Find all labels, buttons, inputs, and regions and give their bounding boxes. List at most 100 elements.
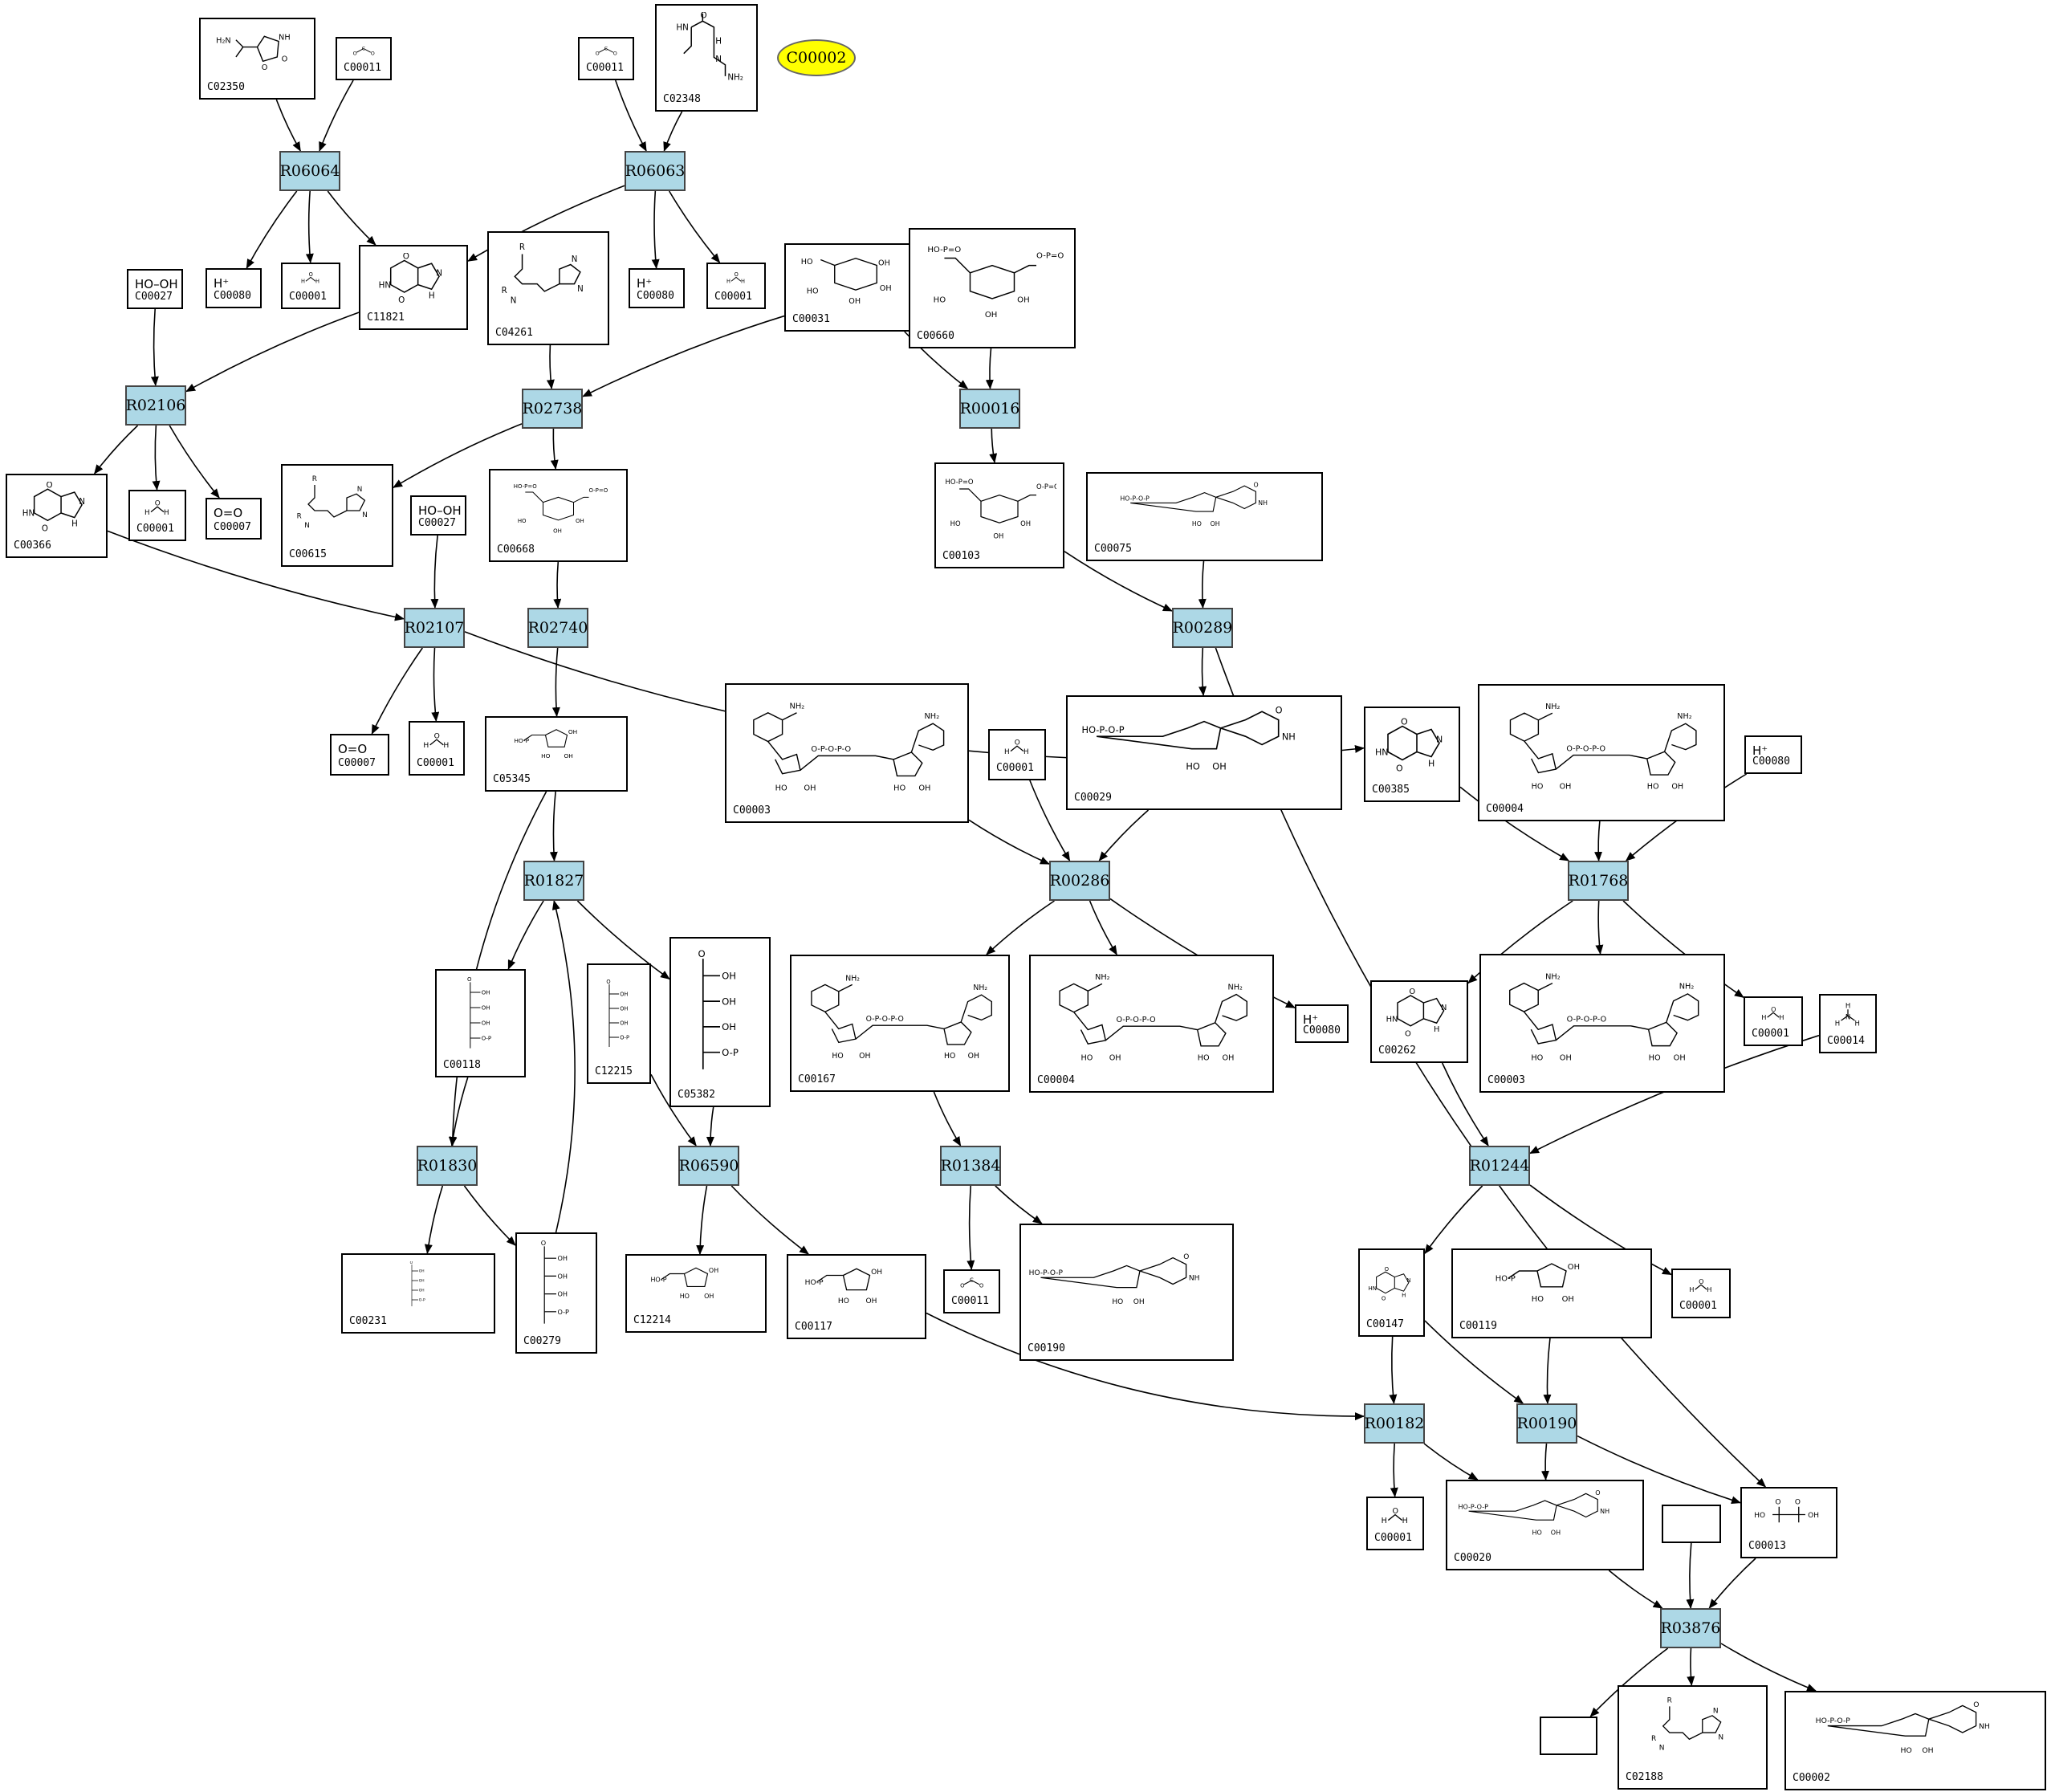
svg-text:NH: NH <box>279 34 291 43</box>
reaction-r06064[interactable]: R06064 <box>279 151 340 191</box>
reaction-r00182[interactable]: R00182 <box>1364 1403 1425 1444</box>
compound-id-label: C00003 <box>733 804 771 817</box>
empty-compound-box[interactable] <box>1662 1505 1721 1543</box>
svg-text:OH: OH <box>1223 1053 1235 1062</box>
svg-text:OH: OH <box>722 971 736 982</box>
edge-R01384-c00190 <box>995 1185 1043 1224</box>
reaction-r01384[interactable]: R01384 <box>940 1146 1001 1186</box>
reaction-r00190[interactable]: R00190 <box>1516 1403 1577 1444</box>
highlight-compound-ellipse[interactable]: C00002 <box>777 39 856 76</box>
svg-text:OH: OH <box>1808 1512 1819 1520</box>
edge-R02740-c05345 <box>551 647 560 717</box>
reaction-r06063[interactable]: R06063 <box>625 151 686 191</box>
reaction-r00289[interactable]: R00289 <box>1172 608 1233 648</box>
edge-blank1-R03876 <box>1686 1542 1695 1609</box>
reaction-r01827[interactable]: R01827 <box>523 861 584 901</box>
svg-text:O: O <box>1699 1278 1703 1285</box>
reaction-r00016[interactable]: R00016 <box>959 389 1020 429</box>
compound-c00103[interactable]: HO-P=OO-P=OHOOHOHC00103 <box>934 462 1064 568</box>
edge-R06063-c00080b <box>651 190 660 269</box>
svg-text:R: R <box>1651 1735 1656 1743</box>
compound-c00080c[interactable]: H⁺C00080 <box>1744 735 1802 774</box>
svg-text:O: O <box>410 1261 413 1265</box>
reaction-r03876[interactable]: R03876 <box>1660 1608 1721 1648</box>
compound-c00080a[interactable]: H⁺C00080 <box>206 268 262 308</box>
svg-text:N: N <box>1441 1004 1447 1012</box>
svg-text:O-P: O-P <box>482 1036 491 1042</box>
compound-id-label: C00001 <box>996 762 1034 774</box>
svg-text:H: H <box>71 520 78 529</box>
reaction-r01830[interactable]: R01830 <box>417 1146 478 1186</box>
reaction-r00286[interactable]: R00286 <box>1049 861 1110 901</box>
reaction-r01244[interactable]: R01244 <box>1469 1146 1530 1186</box>
compound-c00080b[interactable]: H⁺C00080 <box>629 268 685 308</box>
reaction-r02740[interactable]: R02740 <box>527 608 588 648</box>
empty-compound-box[interactable] <box>1540 1717 1597 1755</box>
compound-c00080d[interactable]: H⁺C00080 <box>1295 1004 1349 1043</box>
reaction-r02107[interactable]: R02107 <box>404 608 465 648</box>
reaction-r02738[interactable]: R02738 <box>522 389 583 429</box>
reaction-r06590[interactable]: R06590 <box>678 1146 739 1186</box>
svg-text:OH: OH <box>1017 296 1030 305</box>
compound-id-label: C00001 <box>417 757 454 769</box>
reaction-r01768[interactable]: R01768 <box>1568 861 1629 901</box>
reaction-r02106[interactable]: R02106 <box>125 385 186 426</box>
edge-c00031-R02738 <box>582 315 785 397</box>
svg-text:N: N <box>715 55 722 64</box>
svg-text:N: N <box>1436 735 1443 745</box>
edge-R01827-c00118 <box>507 900 544 970</box>
